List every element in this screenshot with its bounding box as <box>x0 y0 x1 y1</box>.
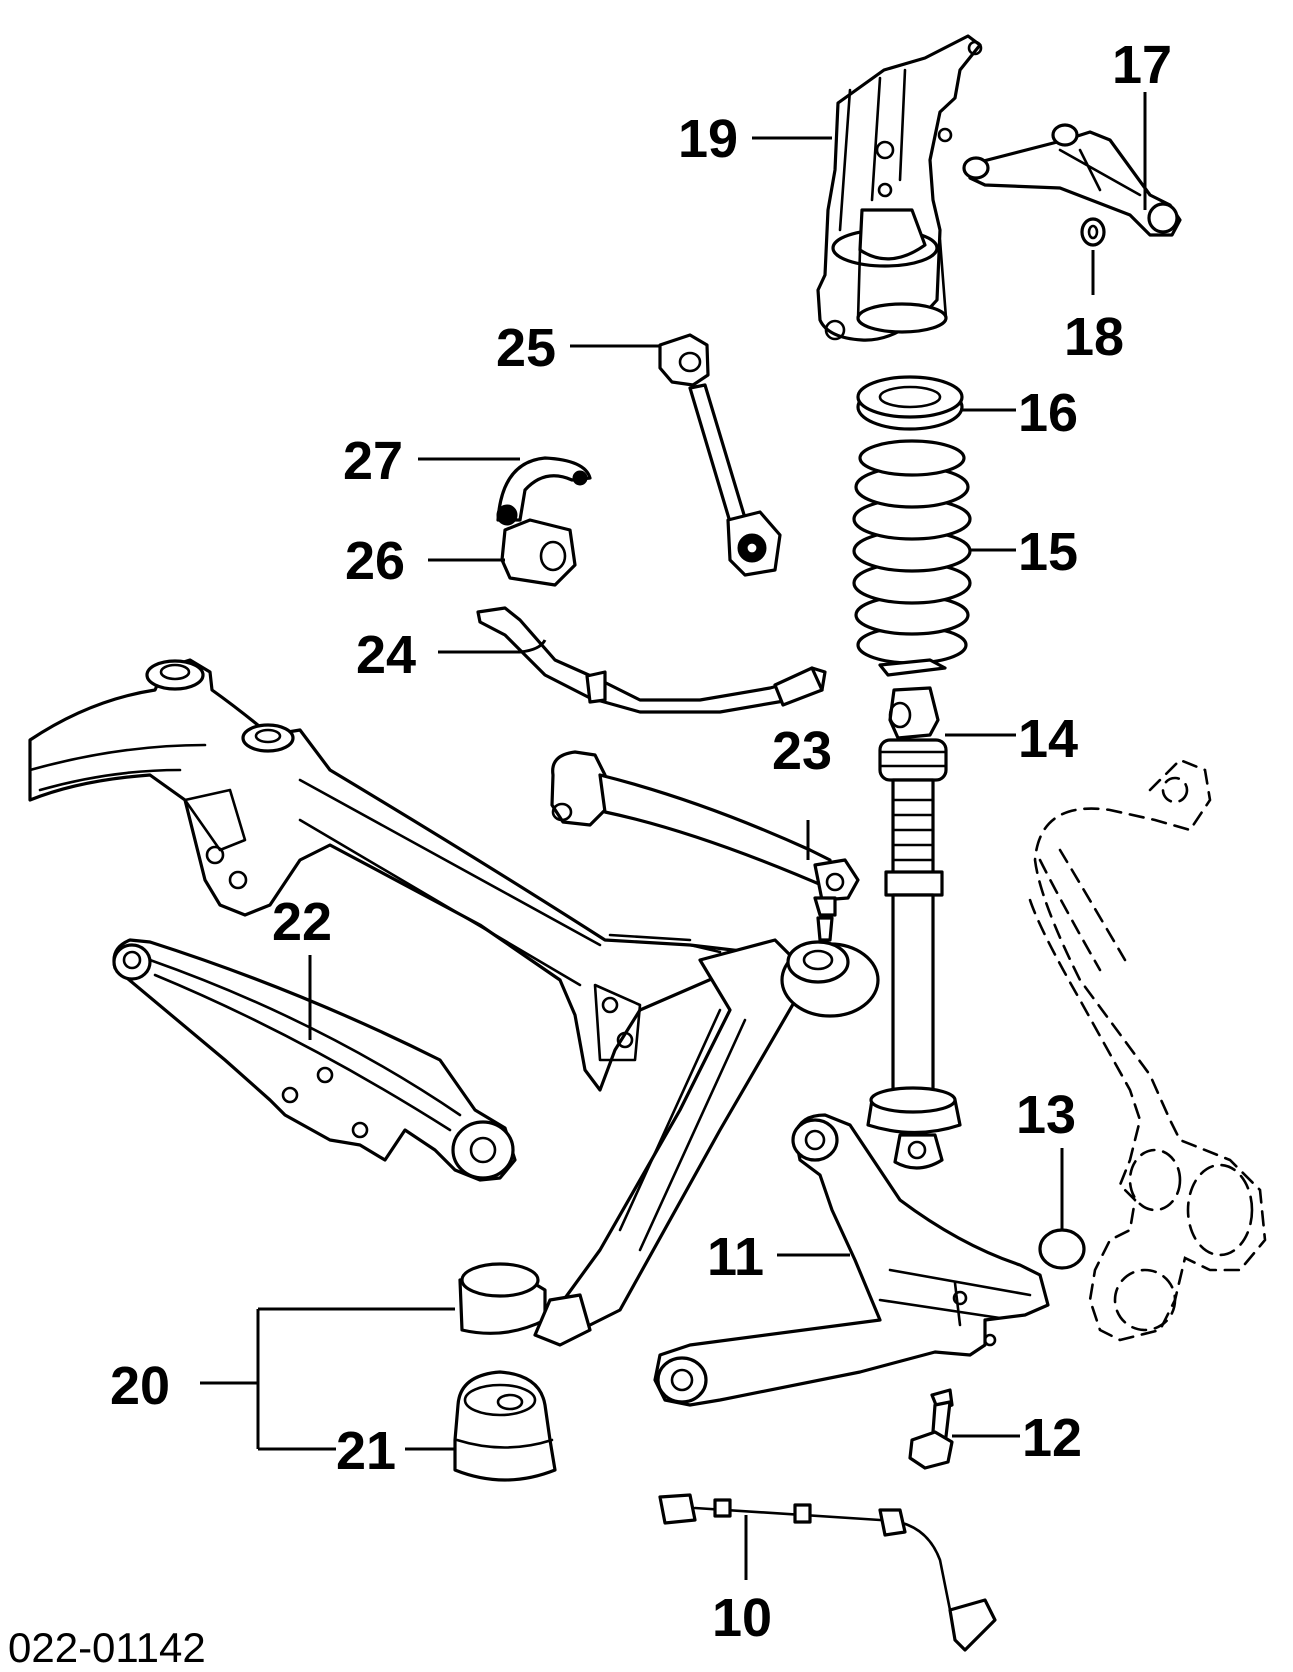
part-21-bushing <box>453 1370 557 1482</box>
part-20-bushing <box>458 1262 592 1347</box>
callout-18: 18 <box>1064 307 1124 367</box>
part-18-washer-hole <box>1087 224 1099 240</box>
callout-labels: 19 17 18 25 16 27 26 15 24 14 23 22 13 1… <box>8 35 1172 1671</box>
part-15-coil-spring <box>852 439 972 677</box>
part-10-speed-sensor <box>658 1493 997 1652</box>
callout-24: 24 <box>356 625 416 685</box>
part-23-trailing-link <box>550 750 860 942</box>
part-17-upper-control-arm <box>962 123 1182 237</box>
callout-11: 11 <box>707 1227 764 1287</box>
part-16-spring-seat <box>856 375 964 431</box>
part-18-washer <box>1080 217 1106 247</box>
figure-id: 022-01142 <box>8 1624 206 1671</box>
callout-27: 27 <box>343 431 403 491</box>
callout-13: 13 <box>1016 1085 1076 1145</box>
part-22-lower-lateral-arm <box>112 938 517 1182</box>
part-11-lower-control-arm <box>653 1113 1050 1407</box>
wheel-carrier-dashed <box>1028 758 1267 1342</box>
callout-10: 10 <box>712 1588 772 1648</box>
callout-16: 16 <box>1018 383 1078 443</box>
subframe-crossmember <box>28 658 880 1332</box>
part-19-strut-mount <box>816 34 983 342</box>
leader-lines <box>200 92 1147 1580</box>
callout-22: 22 <box>272 892 332 952</box>
part-24-stabilizer-bar <box>476 606 827 714</box>
callout-19: 19 <box>678 109 738 169</box>
callout-15: 15 <box>1018 522 1078 582</box>
callout-25: 25 <box>496 318 556 378</box>
part-14-shock-absorber <box>866 686 962 1170</box>
callout-23: 23 <box>772 721 832 781</box>
callout-26: 26 <box>345 531 405 591</box>
callout-20: 20 <box>110 1356 170 1416</box>
callout-17: 17 <box>1112 35 1172 95</box>
part-12-bolt <box>908 1388 954 1470</box>
part-13-cap <box>1038 1228 1086 1270</box>
part-26-stabilizer-bushing <box>500 518 577 587</box>
part-25-stabilizer-link <box>658 333 782 577</box>
part-27-stabilizer-clamp <box>496 456 592 526</box>
callout-12: 12 <box>1022 1408 1082 1468</box>
callout-14: 14 <box>1018 709 1078 769</box>
callout-21: 21 <box>336 1421 396 1481</box>
